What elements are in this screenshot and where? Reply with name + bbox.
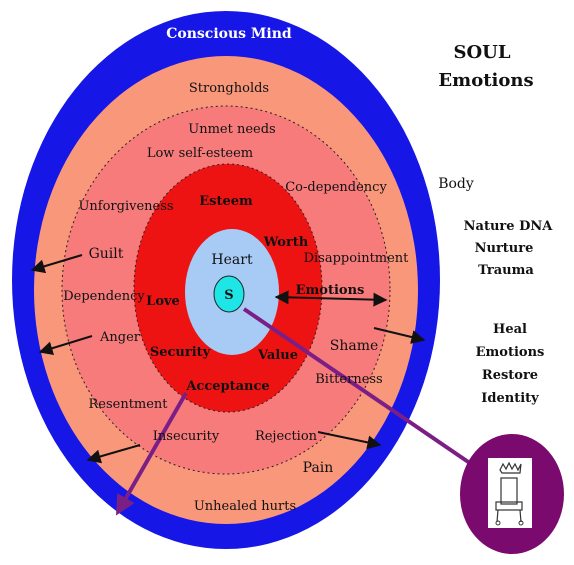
disappointment-label: Disappointment — [304, 251, 410, 266]
heal-label: Heal — [493, 322, 527, 337]
acceptance-label: Acceptance — [185, 379, 269, 394]
heal-emotions-label: Emotions — [476, 345, 545, 360]
security-label: Security — [150, 345, 211, 360]
soul-title: SOUL — [453, 42, 510, 63]
emotions-double-arrow — [274, 290, 388, 307]
dependency-label: Dependency — [63, 289, 145, 304]
strongholds-label: Strongholds — [189, 81, 269, 96]
resentment-label: Resentment — [88, 397, 168, 412]
unforgiveness-label: Unforgiveness — [78, 199, 173, 214]
nurture-label: Nurture — [475, 241, 534, 256]
bitterness-label: Bitterness — [315, 372, 382, 387]
trauma-label: Trauma — [478, 263, 534, 278]
worth-label: Worth — [263, 235, 309, 250]
identity-label: Identity — [481, 391, 539, 406]
low-self-esteem-label: Low self-esteem — [147, 146, 253, 161]
value-label: Value — [257, 348, 298, 363]
heart-label: Heart — [211, 252, 253, 268]
esteem-label: Esteem — [199, 194, 253, 209]
rejection-arrow — [317, 431, 382, 450]
shame-label: Shame — [330, 338, 379, 354]
shame-arrow — [373, 327, 426, 344]
throne-chair-icon — [488, 458, 532, 528]
nature-dna-label: Nature DNA — [464, 219, 554, 234]
soul-core-label: S — [224, 288, 233, 303]
love-label: Love — [146, 294, 180, 309]
soul-core-circle — [213, 275, 245, 313]
pain-left-arrow — [86, 444, 141, 464]
restore-label: Restore — [482, 368, 538, 383]
conscious-mind-label: Conscious Mind — [166, 26, 292, 42]
soul-to-throne-line — [242, 307, 482, 472]
co-dependency-label: Co-dependency — [285, 180, 387, 195]
acceptance-purple-arrow — [116, 392, 188, 516]
rejection-label: Rejection — [255, 429, 318, 444]
guilt-label: Guilt — [89, 246, 124, 262]
anger-label: Anger — [99, 330, 141, 345]
guilt-arrow — [30, 254, 83, 274]
body-label: Body — [438, 176, 474, 192]
unhealed-hurts-label: Unhealed hurts — [194, 499, 296, 514]
anger-arrow — [38, 335, 93, 355]
insecurity-label: Insecurity — [153, 429, 220, 444]
emotions-title: Emotions — [438, 70, 533, 91]
unmet-needs-label: Unmet needs — [188, 122, 275, 137]
pain-label: Pain — [303, 460, 334, 476]
emotions-label: Emotions — [296, 283, 365, 298]
